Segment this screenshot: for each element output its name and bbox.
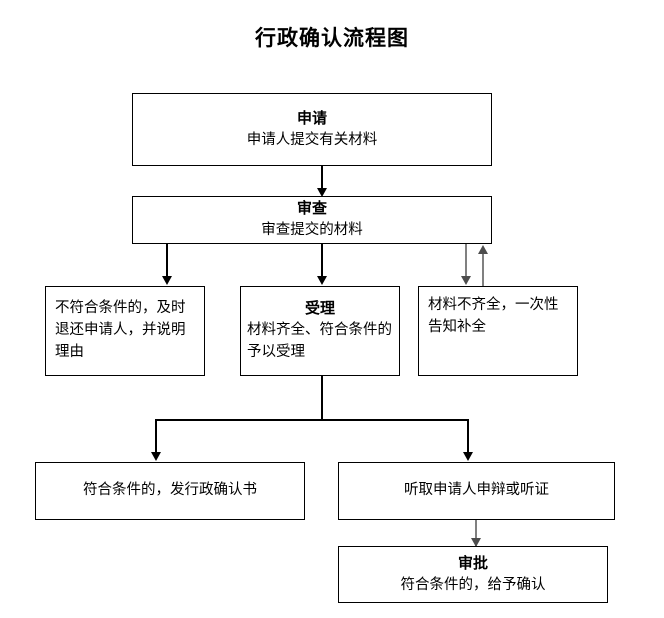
node-accept-body: 材料齐全、符合条件的予以受理 <box>247 322 392 360</box>
connector-accept-to-hearing <box>467 419 469 453</box>
connector-apply-to-review <box>321 166 323 190</box>
connector-review-to-accept-arrowhead <box>317 276 327 285</box>
connector-hearing-to-approval <box>475 520 477 546</box>
connector-review-to-incomplete <box>465 244 467 278</box>
connector-review-to-reject-arrowhead <box>162 276 172 285</box>
node-approval: 审批 符合条件的，给予确认 <box>338 546 608 603</box>
connector-accept-fork-stem <box>321 376 323 420</box>
node-review-body: 审查提交的材料 <box>261 222 363 238</box>
connector-review-to-accept <box>321 244 323 278</box>
node-accept-head: 受理 <box>304 299 335 318</box>
node-reject: 不符合条件的，及时退还申请人，并说明理由 <box>45 286 205 376</box>
node-reject-body: 不符合条件的，及时退还申请人，并说明理由 <box>55 300 186 360</box>
node-review: 审查 审查提交的材料 <box>132 196 492 244</box>
connector-hearing-to-approval-arrowhead <box>471 538 481 547</box>
connector-accept-to-hearing-arrowhead <box>463 452 473 461</box>
node-incomplete-body: 材料不齐全，一次性告知补全 <box>428 297 559 335</box>
connector-accept-to-issue-certificate <box>155 419 157 453</box>
node-apply: 申请 申请人提交有关材料 <box>132 93 492 166</box>
node-apply-body: 申请人提交有关材料 <box>246 131 378 148</box>
node-incomplete: 材料不齐全，一次性告知补全 <box>418 286 578 376</box>
connector-review-to-reject <box>166 244 168 278</box>
connector-accept-to-issue-certificate-arrowhead <box>151 452 161 461</box>
node-approval-body: 符合条件的，给予确认 <box>400 576 546 593</box>
connector-incomplete-back-to-review-arrowhead <box>478 245 488 254</box>
node-hearing: 听取申请人申辩或听证 <box>338 462 615 520</box>
connector-incomplete-back-to-review <box>482 253 484 286</box>
node-accept: 受理 材料齐全、符合条件的予以受理 <box>240 286 400 376</box>
node-issue-certificate-body: 符合条件的，发行政确认书 <box>83 482 257 499</box>
node-apply-head: 申请 <box>296 108 327 127</box>
node-approval-head: 审批 <box>457 553 488 572</box>
connector-accept-fork-bar <box>155 419 469 421</box>
node-issue-certificate: 符合条件的，发行政确认书 <box>35 462 305 520</box>
node-review-head: 审查 <box>296 199 327 218</box>
node-hearing-body: 听取申请人申辩或听证 <box>404 482 549 499</box>
page-title: 行政确认流程图 <box>255 26 409 50</box>
connector-review-to-incomplete-arrowhead <box>461 276 471 285</box>
connector-apply-to-review-arrowhead <box>317 188 327 197</box>
